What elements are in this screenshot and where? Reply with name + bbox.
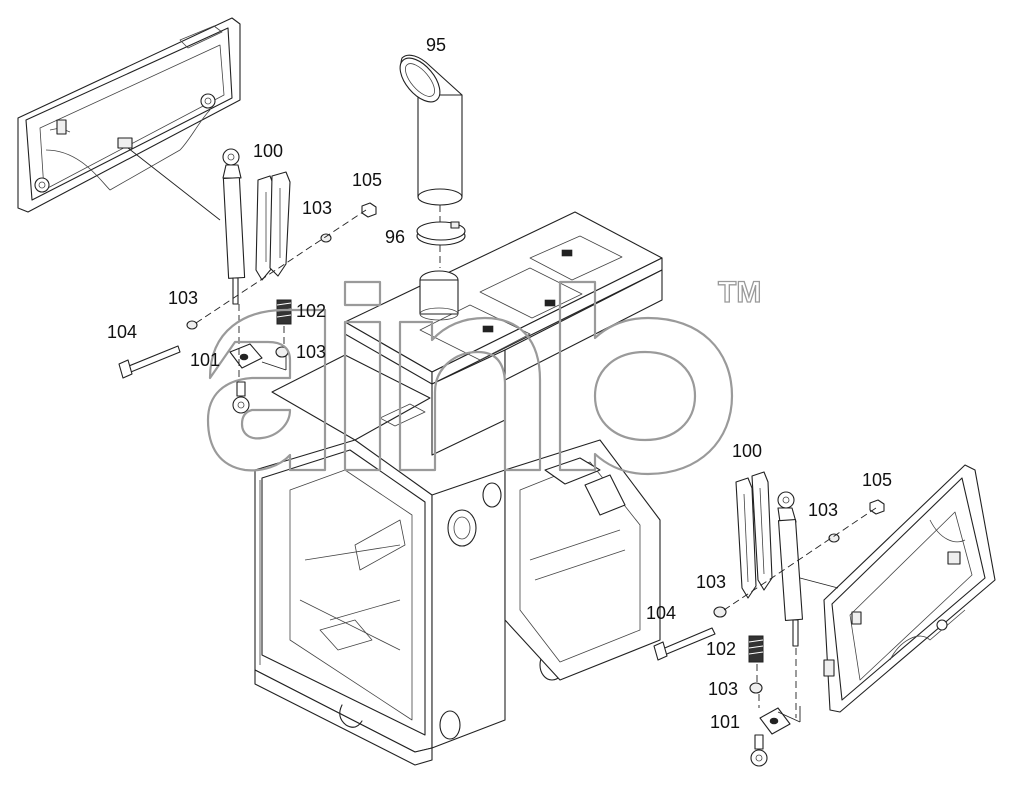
upper-left-gas-strut [222, 148, 246, 305]
upper-left-spring-102 [276, 299, 292, 325]
upper-left-mount-plate-101 [229, 343, 263, 369]
callout-104-lower-bolt: 104 [646, 603, 676, 623]
callout-101-upper-mount-plate: 101 [190, 350, 220, 370]
upper-left-callout-leaders [261, 356, 287, 371]
callout-103-upper-washer-c: 103 [296, 342, 326, 362]
lower-right-nut-105 [869, 499, 885, 515]
lower-right-strut-bracket-100 [735, 471, 773, 599]
exhaust-clamp-96 [416, 221, 466, 246]
callout-102-upper-spring: 102 [296, 301, 326, 321]
callout-103-upper-washer-a: 103 [302, 198, 332, 218]
lower-right-callout-leaders [777, 706, 801, 723]
panel-leader-left [127, 147, 221, 221]
callout-100-upper-bracket: 100 [253, 141, 283, 161]
watermark-logo: TM [206, 275, 762, 476]
upper-left-ball-joint [232, 381, 250, 414]
lower-right-assembly-axes [723, 507, 877, 718]
callout-105-upper-nut: 105 [352, 170, 382, 190]
callout-95-exhaust-pipe: 95 [426, 35, 446, 55]
lower-right-mount-plate-101 [759, 707, 791, 735]
upper-left-bolt-104 [118, 345, 181, 379]
upper-left-strut-bracket-100 [255, 171, 291, 281]
panel-leader-right [799, 577, 839, 589]
lower-right-ball-joint [750, 734, 768, 767]
lower-right-side-panel [823, 464, 996, 713]
exhaust-pipe-95 [399, 54, 463, 206]
upper-left-nut-105 [361, 202, 377, 218]
machine-frame [254, 211, 663, 766]
callout-102-lower-spring: 102 [706, 639, 736, 659]
callout-96-exhaust-clamp: 96 [385, 227, 405, 247]
callout-105-lower-nut: 105 [862, 470, 892, 490]
upper-left-washers-103 [186, 233, 332, 358]
callout-103-upper-washer-b: 103 [168, 288, 198, 308]
lower-right-gas-strut [777, 491, 804, 647]
upper-left-side-panel [17, 17, 241, 213]
callout-100-lower-bracket: 100 [732, 441, 762, 461]
callout-103-lower-washer-a: 103 [808, 500, 838, 520]
callout-101-lower-mount-plate: 101 [710, 712, 740, 732]
callout-104-upper-bolt: 104 [107, 322, 137, 342]
lower-right-bolt-104 [653, 627, 716, 661]
lower-right-washers-103 [713, 533, 840, 694]
callout-103-lower-washer-c: 103 [708, 679, 738, 699]
lower-right-spring-102 [748, 635, 764, 663]
callout-103-lower-washer-b: 103 [696, 572, 726, 592]
watermark-trademark: TM [718, 276, 761, 309]
